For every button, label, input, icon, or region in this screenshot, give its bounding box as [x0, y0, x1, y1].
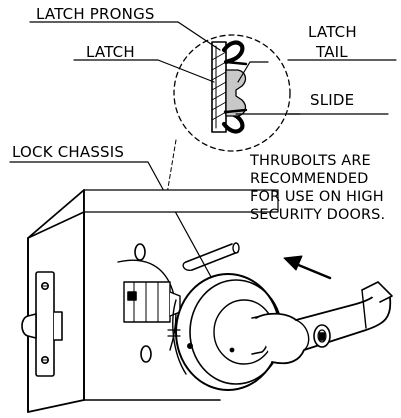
latch-hatching	[211, 51, 227, 121]
label-latch: LATCH	[86, 43, 135, 61]
label-latch-tail-line2: TAIL	[316, 43, 348, 61]
thrubolt-recommendation-note: THRUBOLTS ARE RECOMMENDED FOR USE ON HIG…	[250, 152, 385, 224]
label-latch-tail-line1: LATCH	[308, 23, 357, 41]
label-latch-prongs: LATCH PRONGS	[36, 5, 155, 23]
latch-tail	[225, 69, 247, 117]
insertion-arrow	[283, 255, 332, 280]
note-line-4: SECURITY DOORS.	[250, 207, 386, 223]
door-top-face	[83, 189, 279, 213]
thru-bolt-hole-bottom	[140, 345, 152, 363]
detail-circle	[173, 34, 291, 152]
door-block	[21, 189, 279, 413]
latch-bolt	[21, 313, 37, 339]
thru-bolt-hole-top	[134, 243, 146, 261]
note-line-1: THRUBOLTS ARE	[250, 153, 371, 169]
note-line-2: RECOMMENDED	[250, 171, 369, 187]
label-slide: SLIDE	[310, 91, 355, 109]
latch-detail-view	[173, 34, 291, 152]
leader-latch-tail	[237, 61, 269, 83]
leader-lock-chassis	[9, 161, 217, 287]
slide-piece	[224, 60, 248, 114]
label-lock-chassis: LOCK CHASSIS	[12, 143, 125, 161]
leader-latch-prongs	[29, 21, 221, 51]
note-line-3: FOR USE ON HIGH	[250, 189, 384, 205]
leader-latch	[73, 59, 215, 83]
leader-lines	[9, 21, 397, 287]
thru-bolt	[182, 242, 240, 272]
lever-handle	[251, 281, 393, 365]
latch-prong-top	[221, 40, 245, 65]
